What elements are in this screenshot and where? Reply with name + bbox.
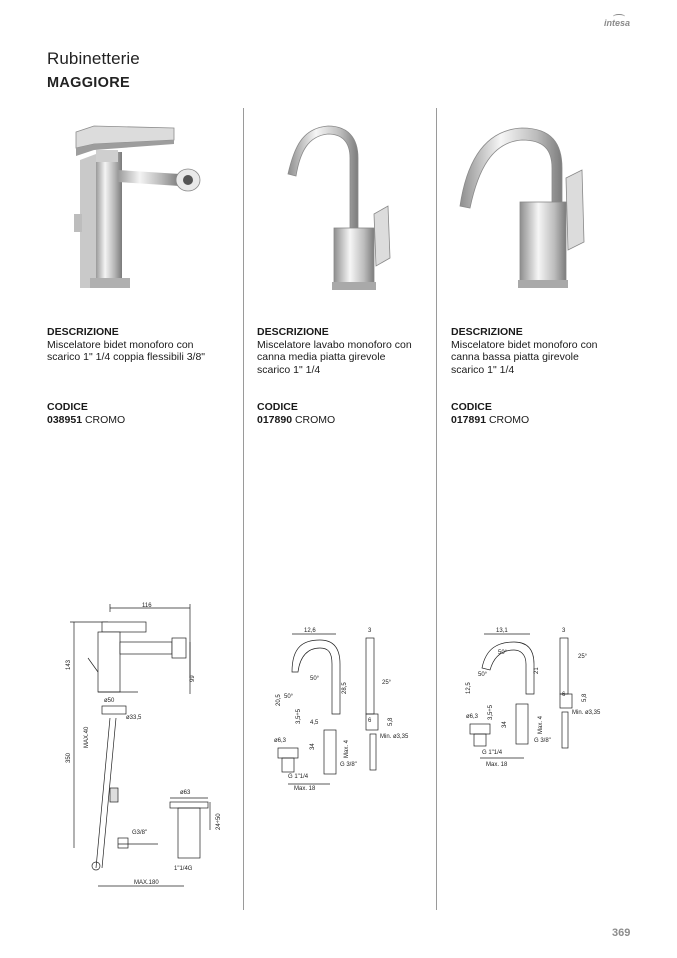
dim-label: 28,5 — [342, 682, 348, 694]
product-photo-bidet-mixer — [74, 125, 201, 288]
dim-label: 6 — [368, 718, 372, 724]
dim-label: 13,1 — [496, 628, 508, 634]
technical-drawing-bidet-low: 13,1 3 50° 50° 21 12,5 25° 6 5,8 Min. ø3… — [466, 628, 601, 768]
dim-label: 12,5 — [466, 682, 472, 694]
dim-label: 24÷50 — [216, 813, 222, 830]
product-info-1: DESCRIZIONE Miscelatore bidet monoforo c… — [47, 326, 207, 364]
product-code-block-3: CODICE 017891 CROMO — [451, 401, 529, 426]
dim-label: 25° — [578, 654, 588, 660]
dim-label: Max. 4 — [344, 739, 350, 758]
product-photo-bidet-mixer-low — [459, 127, 585, 288]
brand-logo-mark — [613, 14, 625, 19]
dim-label: 12,6 — [304, 628, 316, 634]
product-code-block-2: CODICE 017890 CROMO — [257, 401, 335, 426]
dim-label: ø63 — [180, 790, 191, 796]
dim-label: 99 — [190, 675, 196, 682]
dim-label: MAX.40 — [84, 726, 90, 748]
dim-label: 50° — [284, 694, 294, 700]
code-label: CODICE — [451, 401, 492, 413]
description-label: DESCRIZIONE — [451, 326, 523, 338]
dim-label: 3 — [368, 628, 372, 634]
category-title: Rubinetterie — [47, 49, 140, 68]
product-finish: CROMO — [84, 413, 126, 426]
dim-label: 50° — [478, 672, 488, 678]
product-code: 017890 — [257, 413, 293, 426]
product-code: 038951 — [47, 413, 83, 426]
dim-label: 5,8 — [582, 693, 588, 702]
dim-label: 3,5÷5 — [488, 704, 494, 720]
product-description: Miscelatore lavabo monoforo con canna me… — [257, 338, 412, 376]
dim-label: ø6,3 — [466, 714, 479, 720]
brand-logo: intesa — [604, 18, 631, 28]
dim-label: 4,5 — [310, 720, 319, 726]
dim-label: 25° — [382, 680, 392, 686]
product-description: Miscelatore bidet monoforo con canna bas… — [451, 338, 598, 376]
product-info-2: DESCRIZIONE Miscelatore lavabo monoforo … — [257, 326, 417, 376]
dim-label: ø50 — [104, 698, 115, 704]
column-divider-2 — [436, 108, 437, 910]
dim-label: G 3/8" — [340, 762, 357, 768]
technical-drawing-bidet: 116 143 99 ø50 ø33,5 MAX.40 350 G3/8" ø6… — [66, 603, 222, 887]
dim-label: 34 — [502, 721, 508, 728]
dim-label: Max. 4 — [538, 715, 544, 734]
dim-label: Max. 18 — [294, 786, 316, 792]
dim-label: 6 — [562, 692, 566, 698]
code-label: CODICE — [257, 401, 298, 413]
dim-label: 50° — [310, 676, 320, 682]
dim-label: 20,5 — [276, 694, 282, 706]
description-label: DESCRIZIONE — [257, 326, 329, 338]
description-label: DESCRIZIONE — [47, 326, 119, 338]
product-line-title: MAGGIORE — [47, 75, 130, 91]
dim-label: G 3/8" — [534, 738, 551, 744]
dim-label: 21 — [534, 667, 540, 674]
dim-label: G 1"1/4 — [288, 774, 309, 780]
product-finish: CROMO — [294, 413, 336, 426]
dim-label: G 1"1/4 — [482, 750, 503, 756]
product-finish: CROMO — [488, 413, 530, 426]
dim-label: 143 — [66, 659, 72, 670]
product-info-3: DESCRIZIONE Miscelatore bidet monoforo c… — [451, 326, 611, 376]
dim-label: 5,8 — [388, 717, 394, 726]
dim-label: ø6,3 — [274, 738, 287, 744]
dim-label: Min. ø3,35 — [380, 734, 409, 740]
dim-label: Max. 18 — [486, 762, 508, 768]
column-divider-1 — [243, 108, 244, 910]
technical-drawing-basin: 12,6 3 50° 50° 20,5 28,5 4,5 25° 6 5,8 M… — [274, 628, 409, 792]
dim-label: 3 — [562, 628, 566, 634]
dim-label: 3,5÷5 — [296, 708, 302, 724]
dim-label: 1"1/4G — [174, 866, 193, 872]
product-code: 017891 — [451, 413, 487, 426]
product-code-block-1: CODICE 038951 CROMO — [47, 401, 125, 426]
dim-label: MAX.180 — [134, 880, 159, 886]
dim-label: 350 — [66, 752, 72, 763]
dim-label: Min. ø3,35 — [572, 710, 601, 716]
product-photo-basin-mixer — [287, 125, 391, 290]
dim-label: G3/8" — [132, 830, 147, 836]
dim-label: ø33,5 — [126, 715, 142, 721]
product-description: Miscelatore bidet monoforo con scarico 1… — [47, 338, 206, 364]
dim-label: 116 — [142, 603, 152, 609]
page-number: 369 — [612, 927, 631, 939]
dim-label: 34 — [310, 743, 316, 750]
code-label: CODICE — [47, 401, 88, 413]
dim-label: 50° — [498, 650, 508, 656]
